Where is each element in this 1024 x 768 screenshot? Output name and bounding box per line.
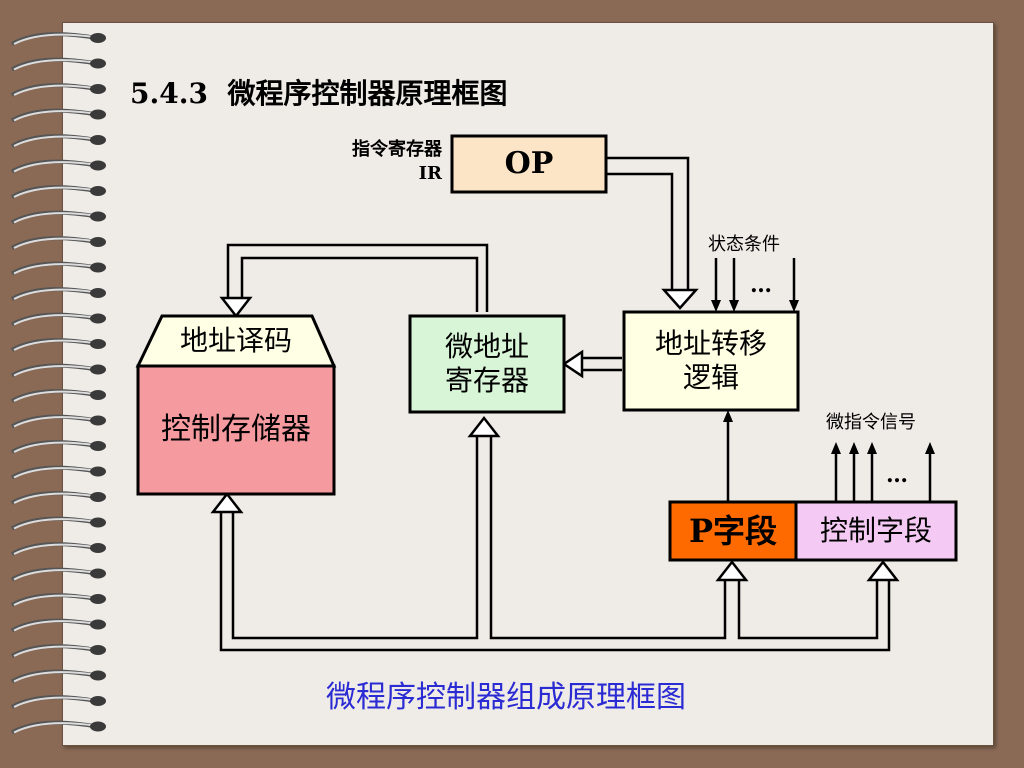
spiral-ring [11,644,106,658]
spiral-ring [11,83,106,97]
spiral-ring [11,236,106,250]
spiral-ring [11,134,106,148]
p-field-box [668,500,798,562]
address-transfer-logic-line2: 逻辑 [682,361,739,394]
micro-address-register-line1: 微地址 [444,330,529,364]
spiral-ring [11,491,106,505]
spiral-ring [11,618,106,633]
control-field-box [794,500,958,562]
mar-to-decode-outer [226,243,489,312]
micro-command-signals-ellipsis: … [886,462,908,488]
spiral-binding [11,32,106,735]
slide-title: 5.4.3 微程序控制器原理框图 [130,77,508,110]
spiral-ring [11,695,106,709]
spiral-ring [11,108,106,123]
spiral-ring [11,32,106,46]
spiral-ring [11,363,106,378]
spiral-ring [11,287,106,301]
spiral-ring [11,261,106,276]
op-to-transfer-arrow-outer [606,156,690,290]
micro-address-register-label: 微地址 寄存器 [410,316,564,412]
state-conditions-ellipsis: … [750,272,772,298]
spiral-ring [11,185,106,199]
spiral-ring [11,720,106,735]
spiral-ring [11,210,106,225]
ir-label: 指令寄存器 IR [320,138,442,186]
ir-label-line2: IR [418,163,442,184]
spiral-ring [11,567,106,582]
bus-to-pfield-arrowhead [715,559,749,582]
spiral-ring [11,516,106,531]
spiral-ring [11,414,106,429]
op-box [450,134,608,194]
micro-address-register-box [408,314,566,414]
op-label: OP [504,146,554,181]
spiral-ring [11,338,106,352]
address-transfer-logic-box [622,310,800,412]
state-arrowhead-2 [729,300,739,312]
op-to-transfer-arrow-inner [606,172,674,290]
bus-to-control-field-arrowhead [866,559,900,582]
spiral-ring [11,593,106,607]
spiral-ring [11,669,106,684]
bus-to-mar-arrowhead [467,415,501,438]
mar-to-decode-inner [240,256,479,312]
diagram-caption: 微程序控制器组成原理框图 [326,680,686,715]
control-store-label: 控制存储器 [161,412,311,447]
signal-arrowhead-4 [925,442,935,454]
address-transfer-logic-line1: 地址转移 [654,327,767,361]
p-field-label: P字段 [688,511,778,550]
spiral-ring [11,465,106,480]
micro-address-register-line2: 寄存器 [444,364,529,397]
pfield-to-transfer-arrowhead [723,410,733,422]
signal-arrowhead-2 [849,442,859,454]
bus-outer [219,512,891,652]
address-transfer-logic-label: 地址转移 逻辑 [624,312,798,410]
state-arrowhead-3 [789,300,799,312]
bus-to-control-store-arrowhead [210,491,244,514]
ir-label-line1: 指令寄存器 [352,139,442,160]
address-decode-label: 地址译码 [179,324,292,358]
mar-to-decode-arrowhead [219,296,253,319]
transfer-to-mar-line [582,356,622,372]
bus-inner [231,436,879,640]
spiral-ring [11,542,106,556]
micro-command-signals-label: 微指令信号 [826,412,916,433]
state-arrowhead-1 [711,300,721,312]
control-store-box [136,364,336,496]
op-to-transfer-arrowhead [661,288,699,310]
signal-arrowhead-3 [867,442,877,454]
spiral-ring [11,312,106,327]
spiral-ring [11,57,106,72]
transfer-to-mar-arrowhead [561,349,584,379]
state-conditions-label: 状态条件 [708,234,780,255]
spiral-ring [11,389,106,403]
spiral-ring [11,159,106,174]
control-field-label: 控制字段 [819,514,932,548]
spiral-ring [11,440,106,454]
signal-arrowhead-1 [831,442,841,454]
